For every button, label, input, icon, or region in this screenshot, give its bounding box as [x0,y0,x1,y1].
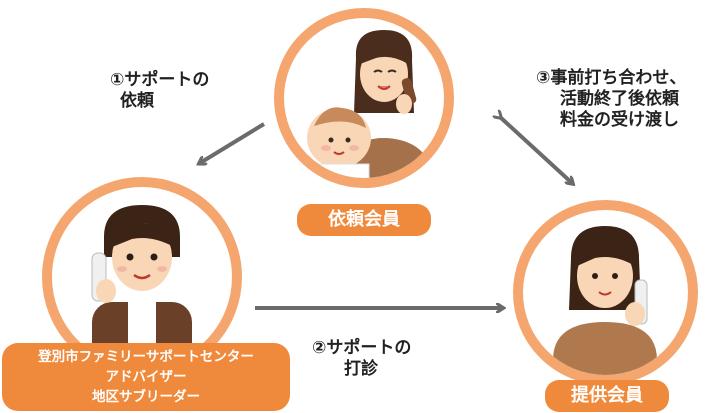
center-badge-line-3: 地区サブリーダー [92,389,200,405]
sound-out-label-line-1: ②サポートの [312,338,412,358]
sound-out-label: ②サポートの 打診 [312,338,411,380]
provider-badge: 提供会員 [545,380,669,412]
provider-circle [513,200,698,385]
arrange-arrow [500,117,572,183]
request-label: ①サポートの 依頼 [110,70,209,112]
provider-illustration [553,226,657,375]
request-label-line-1: ①サポートの [110,70,210,90]
requester-badge: 依頼会員 [297,204,431,236]
arrange-label-line-3: 料金の受け渡し [560,110,679,130]
center-badge-line-1: 登別市ファミリーサポートセンター [38,349,254,365]
sound-out-label-line-2: 打診 [344,359,378,379]
center-badge: 登別市ファミリーサポートセンター アドバイザー 地区サブリーダー [2,343,290,411]
request-arrow [200,122,266,163]
requester-circle [274,8,454,188]
center-badge-line-2: アドバイザー [105,369,187,385]
advisor-illustration [91,205,192,367]
request-label-line-2: 依頼 [120,91,154,111]
arrange-label-line-1: ③事前打ち合わせ、 [536,68,687,88]
arrange-label: ③事前打ち合わせ、 活動終了後依頼 料金の受け渡し [536,68,686,131]
mother-with-baby-illustration [307,30,429,178]
arrange-label-line-2: 活動終了後依頼 [560,89,679,109]
